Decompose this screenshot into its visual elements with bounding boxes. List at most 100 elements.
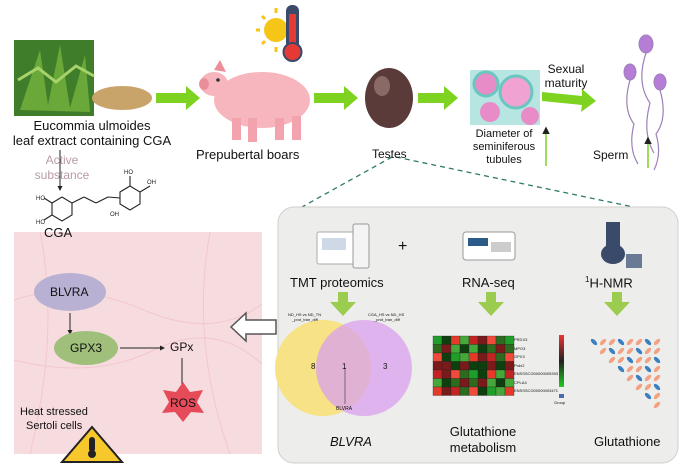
correlation-cell xyxy=(617,338,625,346)
boars-label: Prepubertal boars xyxy=(196,147,300,162)
cell-label-1: Heat stressed xyxy=(20,406,88,418)
correlation-cell xyxy=(653,392,661,400)
venn-right-count: 3 xyxy=(383,362,388,371)
heatmap-row-label: ENSSSCG00000003471 xyxy=(514,388,559,393)
heatmap-row-label: ENSSSCG00000005393 xyxy=(514,371,559,376)
powder-pile-image xyxy=(92,86,152,110)
correlation-cell xyxy=(644,392,652,400)
heatmap-cell xyxy=(486,344,497,354)
correlation-cell xyxy=(653,383,661,391)
correlation-cell xyxy=(653,347,661,355)
heatmap-cell xyxy=(459,352,470,362)
heatmap-cell xyxy=(459,335,470,345)
correlation-cell xyxy=(653,374,661,382)
results-to-cell-arrow xyxy=(229,311,277,343)
heatmap-cell xyxy=(432,386,443,396)
heatmap-cell xyxy=(477,335,488,345)
correlation-cell xyxy=(608,347,616,355)
heatmap-cell xyxy=(450,386,461,396)
heatmap-cell xyxy=(468,386,479,396)
heatmap-cell xyxy=(432,352,443,362)
ros-label: ROS xyxy=(170,396,197,410)
heatmap-cell xyxy=(450,352,461,362)
correlation-cell xyxy=(626,347,634,355)
result-glutathione: Glutathione xyxy=(594,434,661,449)
venn-left-title-2: _prot_tran_diff xyxy=(292,317,318,322)
heatmap-cell xyxy=(432,369,443,379)
heatmap-cell xyxy=(495,369,506,379)
gpx3-node xyxy=(54,331,118,365)
correlation-matrix xyxy=(590,338,661,409)
correlation-cell xyxy=(653,338,661,346)
ros-star xyxy=(162,382,204,422)
mass-spectrometer-image xyxy=(316,223,370,269)
blvra-node-label: BLVRA xyxy=(50,285,89,299)
correlation-cell xyxy=(626,374,634,382)
heatmap-cell xyxy=(459,386,470,396)
venn-right-circle xyxy=(316,320,412,416)
svg-text:OH: OH xyxy=(110,212,119,218)
heatmap-cell xyxy=(504,344,515,354)
correlation-cell xyxy=(635,347,643,355)
svg-text:HO: HO xyxy=(124,170,133,176)
correlation-cell xyxy=(599,338,607,346)
svg-text:OH: OH xyxy=(147,180,156,186)
heatmap-cell xyxy=(486,361,497,371)
testis-image xyxy=(365,68,413,128)
sun-icon xyxy=(256,8,292,52)
heatmap-cell xyxy=(459,344,470,354)
tubules-label-2: seminiferous xyxy=(472,141,536,153)
heatmap-cell xyxy=(486,352,497,362)
heatmap-row-label: CPLA4 xyxy=(514,379,527,385)
heatmap-cell xyxy=(477,352,488,362)
heatmap-cell xyxy=(450,335,461,345)
heatmap-cell xyxy=(477,344,488,354)
heatmap-cell xyxy=(441,369,452,379)
result-gm-2: metabolism xyxy=(449,440,517,455)
sperm-label: Sperm xyxy=(593,148,629,162)
active-substance-label-1: Active xyxy=(45,153,79,167)
correlation-cell xyxy=(635,356,643,364)
heatmap-cell xyxy=(459,369,470,379)
maturity-label-1: Sexual xyxy=(547,62,585,76)
heatmap-cell xyxy=(432,344,443,354)
svg-text:HO: HO xyxy=(36,220,45,226)
flow-arrows xyxy=(156,86,596,112)
correlation-cell xyxy=(644,356,652,364)
blvra-node xyxy=(34,273,106,311)
sperm-image xyxy=(623,34,667,171)
gpx-label: GPx xyxy=(170,340,194,354)
heatmap-cell xyxy=(477,369,488,379)
pig-image xyxy=(199,60,310,142)
heatmap-cell xyxy=(486,378,497,388)
correlation-cell xyxy=(644,347,652,355)
heatmap-cell xyxy=(495,335,506,345)
heatmap-cell xyxy=(459,378,470,388)
heatmap-cell xyxy=(441,335,452,345)
cga-structure xyxy=(43,176,151,222)
heatmap-cell xyxy=(468,378,479,388)
venn-right-title-2: _prot_tran_diff xyxy=(374,317,400,322)
heatmap-row-label: MPO3 xyxy=(514,345,526,351)
svg-text:HO: HO xyxy=(36,196,45,202)
heatmap-cell xyxy=(477,361,488,371)
gpx3-node-label: GPX3 xyxy=(70,341,103,355)
heatmap-cell xyxy=(486,369,497,379)
venn-right-title-1: CGA_HS vs ND_HS xyxy=(368,312,405,317)
correlation-cell xyxy=(608,338,616,346)
heatmap-cell xyxy=(504,369,515,379)
heatmap-cell xyxy=(450,361,461,371)
heatmap-cell xyxy=(495,378,506,388)
correlation-cell xyxy=(635,365,643,373)
nmr-label: 1H-NMR xyxy=(585,275,633,290)
correlation-cell xyxy=(617,365,625,373)
heatmap-cell xyxy=(459,361,470,371)
heatmap-legend-label: Group xyxy=(554,400,566,405)
thermometer-icon xyxy=(282,5,303,62)
source-label-1: Eucommia ulmoides xyxy=(33,118,151,133)
heatmap-cell xyxy=(495,344,506,354)
correlation-cell xyxy=(644,338,652,346)
correlation-cell xyxy=(599,347,607,355)
